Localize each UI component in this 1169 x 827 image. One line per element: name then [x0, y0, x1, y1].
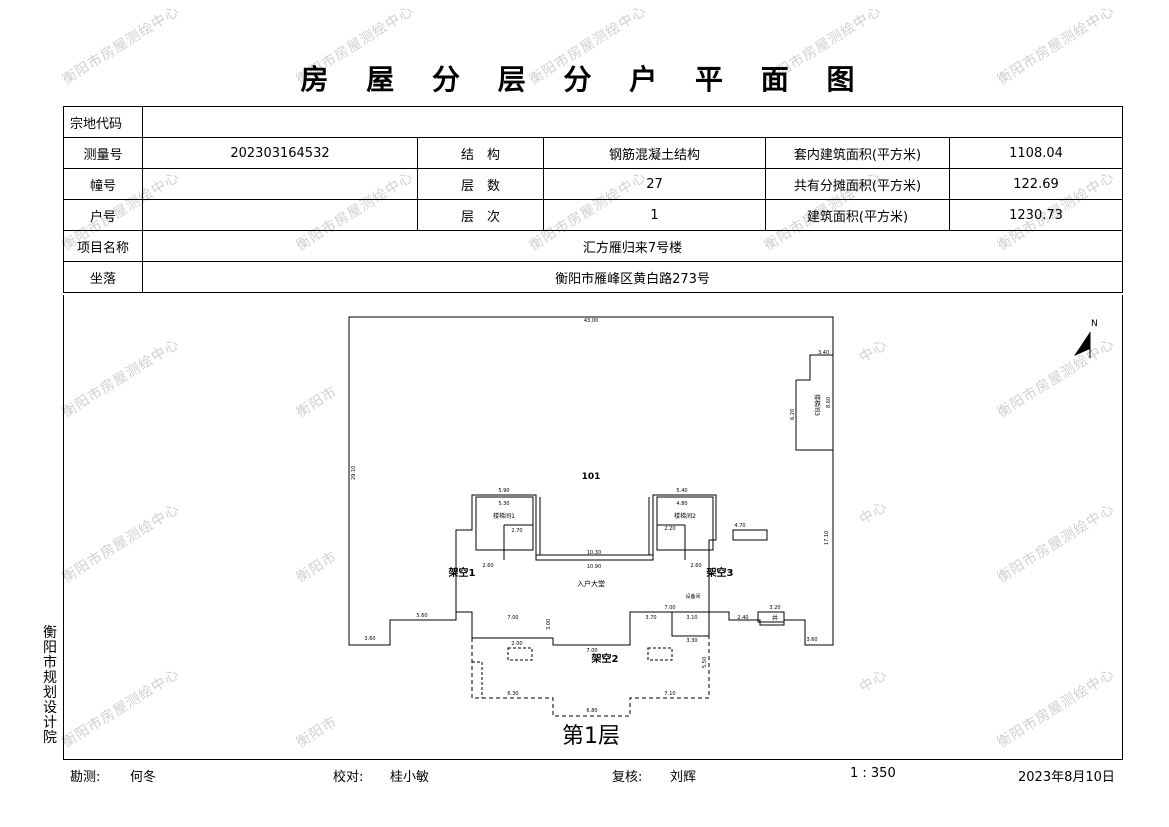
scale-label: 1 : 350: [850, 766, 896, 781]
well-box-right: [732, 529, 768, 541]
dim-310: 3.10: [686, 615, 697, 621]
jiakong-1-label: 架空1: [448, 566, 476, 579]
jianzhu-value: 1230.73: [948, 199, 1124, 231]
dim-710: 7.10: [664, 691, 675, 697]
lobby-label: 入户大堂: [577, 579, 605, 588]
well-label: 井: [772, 614, 778, 622]
dim-260-right: 2.60: [690, 563, 701, 569]
dim-630: 6.30: [507, 691, 518, 697]
north-arrow-icon: N: [1074, 319, 1098, 358]
cenci-value: 1: [543, 199, 766, 231]
zuoluo-value: 衡阳市雁峰区黄白路273号: [141, 261, 1124, 293]
fuhe-name: 刘辉: [670, 770, 697, 785]
dim-340: 3.40: [818, 350, 829, 356]
svg-text:N: N: [1091, 319, 1098, 329]
gongyou-value: 122.69: [948, 168, 1124, 200]
dim-540: 5.40: [676, 488, 687, 494]
fuhe-label: 复核:: [612, 770, 643, 785]
pilotis-outline: [471, 612, 710, 717]
table-row: 测量号 202303164532 结 构 钢筋混凝土结构 套内建筑面积(平方米)…: [63, 137, 1124, 169]
jiaodui-label: 校对:: [333, 770, 364, 785]
room-label: 101: [582, 472, 601, 482]
dim-620: 6.20: [790, 409, 796, 420]
dim-360-left: 3.60: [364, 636, 375, 642]
dim-320: 3.20: [769, 605, 780, 611]
stair-3-label: 楼梯间3: [813, 394, 821, 416]
dim-680: 6.80: [586, 708, 597, 714]
dim-700-b: 7.00: [586, 648, 597, 654]
shaft-box-left: [507, 647, 533, 661]
jianzhu-label: 建筑面积(平方米): [765, 199, 950, 231]
floor-label: 第1层: [562, 724, 620, 749]
dim-550: 5.50: [702, 657, 708, 668]
stair-1-label: 楼梯间1: [493, 512, 515, 520]
dim-top: 43.00: [584, 318, 598, 324]
dim-560: 5.60: [416, 613, 427, 619]
page-title: 房 屋 分 层 分 户 平 面 图: [300, 63, 869, 96]
xiangmu-label: 项目名称: [63, 230, 143, 262]
dim-480: 4.80: [676, 501, 687, 507]
jiaodui-name: 桂小敏: [390, 770, 430, 785]
kance-label: 勘测:: [70, 770, 101, 785]
jiakong-2-label: 架空2: [591, 652, 619, 665]
dim-700-c: 7.00: [664, 605, 675, 611]
stair-2-inner: [657, 524, 686, 560]
stair-2-box: [656, 496, 714, 551]
dim-left: 29.10: [351, 466, 357, 480]
institute-vertical-label: 衡阳市规划设计院: [43, 625, 57, 746]
table-row: 幢号 层 数 27 共有分摊面积(平方米) 122.69: [63, 168, 1124, 200]
dim-200: 2.00: [511, 641, 522, 647]
dim-1090: 10.90: [587, 564, 601, 570]
dim-270: 2.70: [511, 528, 522, 534]
zhuang-label: 幢号: [63, 168, 143, 200]
dim-370: 3.70: [645, 615, 656, 621]
table-row: 坐落 衡阳市雁峰区黄白路273号: [63, 261, 1124, 293]
dim-530: 5.30: [498, 501, 509, 507]
jiakong-3-label: 架空3: [706, 566, 734, 579]
pilotis-stub: [472, 661, 483, 698]
kance-name: 何冬: [130, 770, 157, 785]
jiegou-value: 钢筋混凝土结构: [543, 137, 766, 169]
zongdi-label: 宗地代码: [63, 106, 143, 138]
stair-3-box: [795, 354, 833, 451]
censhu-value: 27: [543, 168, 766, 200]
dim-220: 2.20: [664, 526, 675, 532]
floor-plan-frame: [63, 295, 1123, 760]
dim-590: 5.90: [498, 488, 509, 494]
stair-1-box: [475, 496, 534, 551]
dim-260-left: 2.60: [482, 563, 493, 569]
dim-330: 3.30: [686, 638, 697, 644]
dim-right: 17.10: [824, 531, 830, 545]
stair-1-inner: [503, 524, 533, 560]
stair-2-label: 楼梯间2: [674, 512, 696, 520]
dim-700-a: 7.00: [507, 615, 518, 621]
dim-360-right: 3.60: [806, 637, 817, 643]
date-label: 2023年8月10日: [1018, 770, 1115, 785]
well-box-lower: [757, 611, 785, 623]
dim-300: 3.00: [546, 619, 552, 630]
dim-240: 2.40: [737, 615, 748, 621]
property-info-table: 宗地代码 测量号 202303164532 结 构 钢筋混凝土结构 套内建筑面积…: [63, 106, 1124, 293]
building-outline: [348, 316, 834, 646]
dim-470: 4.70: [734, 523, 745, 529]
dim-1030: 10.30: [587, 550, 601, 556]
shaft-box-right: [647, 647, 673, 661]
taonei-value: 1108.04: [948, 137, 1124, 169]
equip-label: 设备间: [685, 593, 700, 600]
dim-860: 8.60: [826, 397, 832, 408]
inner-corridor: [536, 497, 653, 556]
lobby-walls: [456, 611, 709, 646]
